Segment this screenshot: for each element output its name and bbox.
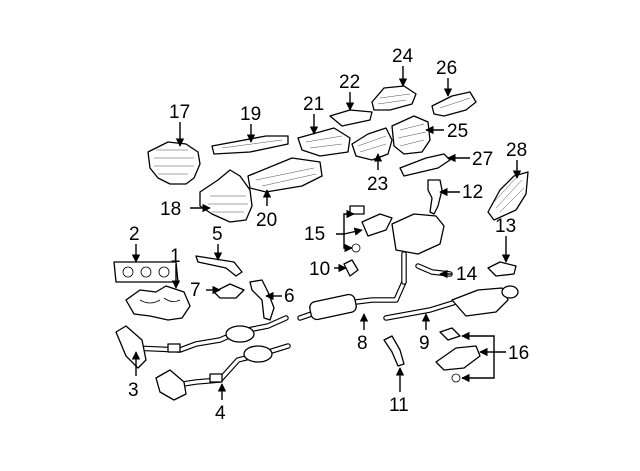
hanger-bracket-12: [427, 179, 443, 215]
bracket-5: [195, 255, 243, 277]
heat-shield-25: [391, 115, 431, 155]
callout-8: 8: [357, 333, 368, 354]
callout-18: 18: [160, 199, 181, 220]
muffler-assembly-15: [349, 205, 445, 285]
callout-14: 14: [456, 264, 478, 285]
callout-15: 15: [304, 224, 325, 245]
callout-26: 26: [436, 58, 457, 79]
tail-pipe-16: [435, 327, 481, 383]
callout-2: 2: [129, 224, 140, 245]
callout-17: 17: [169, 102, 190, 123]
callout-4: 4: [215, 403, 226, 424]
heat-shield-27: [399, 153, 451, 177]
bracket-7: [213, 283, 245, 299]
callout-9: 9: [419, 333, 430, 354]
callout-24: 24: [392, 46, 414, 67]
callout-21: 21: [303, 94, 324, 115]
clamp-10: [343, 259, 359, 277]
rear-pipe-9: [383, 285, 519, 321]
heat-shield-21: [297, 127, 351, 157]
heat-shield-24: [371, 85, 417, 111]
callout-28: 28: [506, 140, 527, 161]
heat-shield-26: [431, 91, 477, 117]
heat-shield-23: [351, 127, 393, 161]
callout-6: 6: [284, 286, 295, 307]
heat-shield-19: [211, 135, 289, 155]
leader-lines: [131, 66, 522, 400]
front-pipe-4: [155, 343, 291, 401]
callout-23: 23: [367, 174, 388, 195]
manifold-gasket-2: [113, 261, 179, 283]
callout-3: 3: [128, 380, 139, 401]
callout-22: 22: [339, 72, 360, 93]
callout-16: 16: [508, 343, 529, 364]
heat-shield-17: [147, 141, 201, 185]
pipe-hanger-14: [415, 263, 453, 277]
heat-shield-22: [329, 109, 373, 127]
callout-1: 1: [170, 246, 181, 267]
callout-19: 19: [240, 104, 261, 125]
heat-shield-28: [487, 171, 529, 221]
callout-25: 25: [447, 121, 468, 142]
callout-13: 13: [495, 216, 516, 237]
callout-10: 10: [309, 259, 330, 280]
front-pipe-3: [115, 315, 289, 369]
bracket-11: [383, 335, 405, 367]
heat-shield-20: [247, 157, 323, 193]
heat-shield-18: [199, 169, 253, 223]
callout-11: 11: [389, 395, 409, 416]
callout-20: 20: [256, 210, 277, 231]
intermediate-pipe-8: [297, 279, 407, 321]
hanger-13: [487, 261, 517, 277]
callout-7: 7: [190, 280, 201, 301]
callout-5: 5: [212, 224, 223, 245]
exhaust-manifold-1: [125, 285, 191, 321]
callout-labels: 1 2 3 4 5 6 7 8 9 10 11 12 13 14 15 16 1…: [128, 46, 529, 424]
bracket-6: [249, 279, 275, 321]
callout-12: 12: [462, 182, 483, 203]
callout-27: 27: [472, 149, 493, 170]
